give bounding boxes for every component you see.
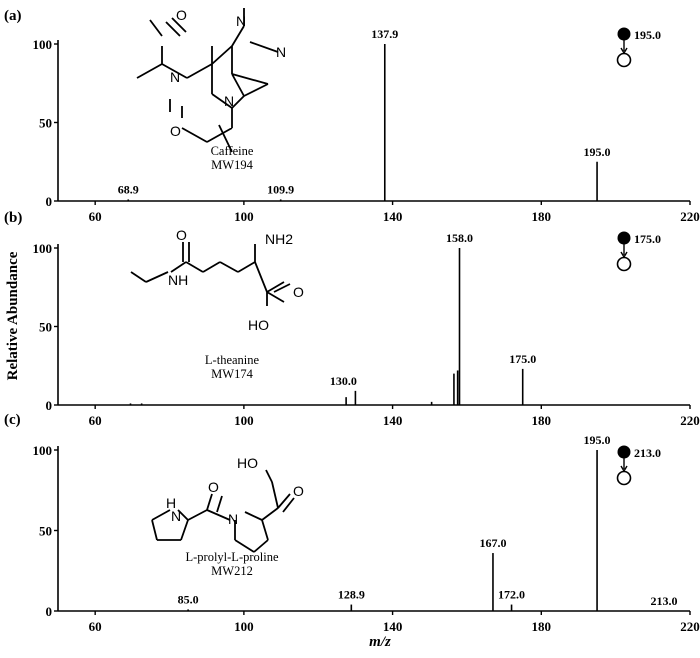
peak-label: 195.0 — [584, 145, 611, 159]
caffeine-atom-o2: O — [170, 123, 181, 139]
compound-mw: MW212 — [211, 564, 253, 578]
x-tick-label: 180 — [532, 413, 552, 428]
y-tick-label: 0 — [46, 398, 53, 413]
compound-name: L-theanine — [205, 353, 260, 367]
prolylproline-structure — [151, 469, 295, 553]
theanine-atom-nh: NH — [168, 272, 188, 288]
peak-label: 85.0 — [178, 592, 199, 606]
panel-3: (c) 0 50 100 60 100 140 180 220 85.0 128.9 167.0 172… — [4, 412, 700, 634]
peak-label: 172.0 — [498, 588, 525, 602]
panel-label: (a) — [4, 8, 22, 24]
caffeine-atom-o1: O — [176, 7, 187, 23]
prolylproline-atom-h: H — [166, 495, 176, 511]
x-tick-label: 180 — [532, 619, 552, 634]
panel-2: (b) 0 50 100 60 100 140 180 220 130.0 158.0 175.0 17… — [4, 210, 700, 428]
y-tick-label: 50 — [39, 116, 52, 131]
panel-1: (a) 0 50 100 60 100 140 180 220 68.9 109.9 137.9 195… — [4, 8, 700, 224]
precursor-mz-label: 195.0 — [634, 28, 661, 42]
x-tick-label: 180 — [532, 209, 552, 224]
prolylproline-atom-n1: N — [171, 508, 181, 524]
caffeine-atom-n3: N — [170, 69, 180, 85]
x-tick-label: 60 — [89, 413, 102, 428]
panel-label: (c) — [4, 412, 21, 428]
x-tick-label: 220 — [680, 413, 700, 428]
precursor-mz-label: 175.0 — [634, 232, 661, 246]
peak-label: 137.9 — [371, 27, 398, 41]
x-tick-label: 140 — [383, 413, 403, 428]
theanine-atom-o2: O — [293, 284, 304, 300]
caffeine-atoms: O N N N N O — [170, 7, 286, 139]
x-axis-title: m/z — [369, 634, 391, 650]
peak-label: 109.9 — [267, 182, 294, 196]
caffeine-atom-n1: N — [236, 13, 246, 29]
caffeine-atom-n4: N — [224, 93, 234, 109]
peak-label: 68.9 — [118, 182, 139, 196]
panel-label: (b) — [4, 210, 22, 226]
precursor-ion-icon — [617, 231, 631, 245]
prolylproline-atoms: HO O H N O N — [166, 455, 304, 527]
precursor-ion-icon — [617, 445, 631, 459]
x-tick-label: 100 — [234, 619, 254, 634]
x-tick-label: 60 — [89, 209, 102, 224]
product-ion-icon — [616, 52, 632, 68]
product-ion-icon — [616, 470, 632, 486]
caffeine-atom-n2: N — [276, 44, 286, 60]
y-tick-label: 50 — [39, 524, 52, 539]
y-tick-label: 0 — [46, 604, 53, 619]
x-tick-label: 140 — [383, 209, 403, 224]
peak-label: 213.0 — [650, 594, 677, 608]
product-ion-icon — [616, 256, 632, 272]
theanine-atom-nh2: NH2 — [265, 231, 293, 247]
x-tick-label: 220 — [680, 209, 700, 224]
compound-mw: MW174 — [211, 367, 253, 381]
y-tick-label: 50 — [39, 320, 52, 335]
y-tick-label: 100 — [33, 37, 53, 52]
prolylproline-atom-ho: HO — [237, 455, 258, 471]
x-tick-label: 140 — [383, 619, 403, 634]
theanine-atoms: O NH NH2 HO O — [168, 227, 304, 333]
theanine-atom-o1: O — [176, 227, 187, 243]
peak-label: 130.0 — [330, 374, 357, 388]
prolylproline-atom-o1: O — [293, 483, 304, 499]
x-tick-label: 220 — [680, 619, 700, 634]
x-tick-label: 100 — [234, 413, 254, 428]
peak-label: 158.0 — [446, 231, 473, 245]
theanine-atom-ho: HO — [248, 317, 269, 333]
compound-mw: MW194 — [211, 158, 253, 172]
precursor-mz-label: 213.0 — [634, 446, 661, 460]
y-tick-label: 100 — [33, 241, 53, 256]
peak-label: 175.0 — [509, 352, 536, 366]
prolylproline-atom-o2: O — [208, 479, 219, 495]
y-tick-label: 100 — [33, 443, 53, 458]
compound-name: L-prolyl-L-proline — [185, 550, 278, 564]
x-tick-label: 60 — [89, 619, 102, 634]
x-tick-label: 100 — [234, 209, 254, 224]
theanine-structure — [130, 242, 291, 306]
y-axis-title: Relative Abundance — [5, 251, 21, 380]
precursor-ion-icon — [617, 27, 631, 41]
prolylproline-atom-n2: N — [228, 511, 238, 527]
caffeine-structure — [136, 8, 279, 153]
peak-label: 195.0 — [584, 433, 611, 447]
y-tick-label: 0 — [46, 194, 53, 209]
peak-label: 128.9 — [338, 588, 365, 602]
peak-label: 167.0 — [479, 536, 506, 550]
